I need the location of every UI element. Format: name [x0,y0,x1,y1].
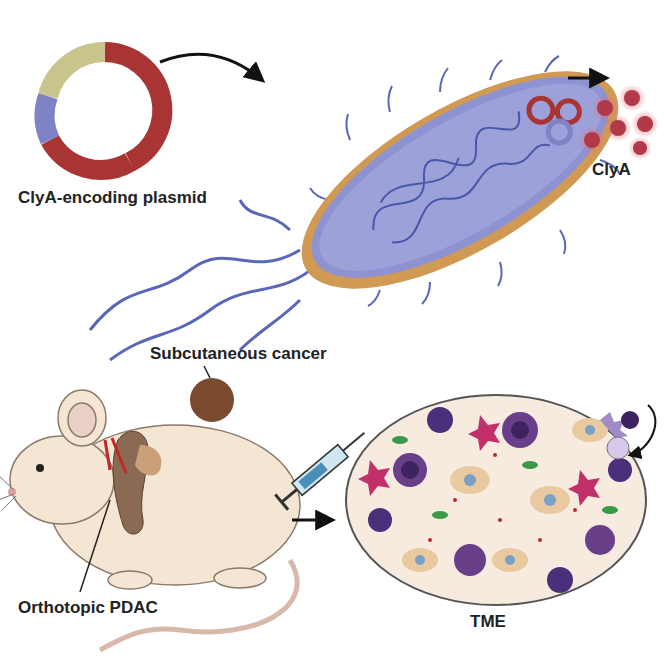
plasmid-label: ClyA-encoding plasmid [18,188,207,208]
protein-label: ClyA [592,160,631,180]
tme-label: TME [470,612,506,632]
pdac-label: Orthotopic PDAC [18,598,158,618]
tumor-label: Subcutaneous cancer [150,344,327,364]
